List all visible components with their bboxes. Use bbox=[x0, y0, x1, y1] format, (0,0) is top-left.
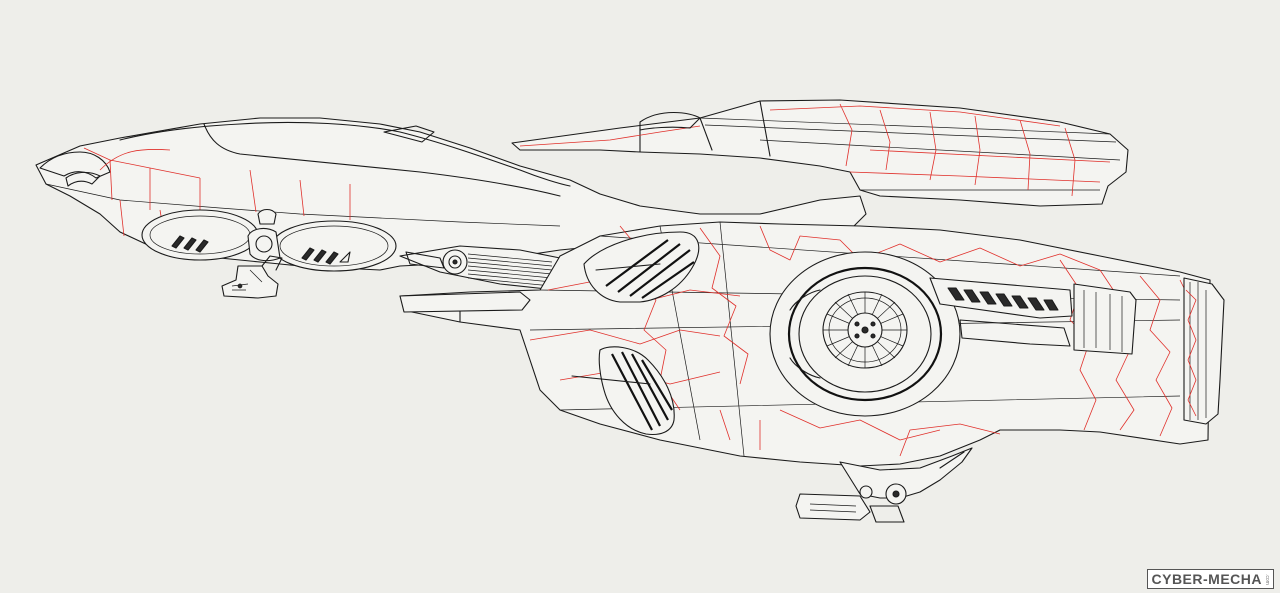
main-turbine bbox=[769, 251, 961, 417]
watermark-text: CYBER-MECHA bbox=[1151, 571, 1262, 587]
front-landing-gear bbox=[221, 255, 283, 299]
dorsal-wing bbox=[511, 99, 1129, 207]
rear-nozzle bbox=[1183, 277, 1225, 425]
forward-pods bbox=[141, 208, 397, 272]
upper-side-vent bbox=[583, 231, 700, 303]
rear-landing-gear bbox=[795, 447, 973, 523]
watermark-logo: CYBER-MECHA .com bbox=[1146, 569, 1274, 589]
rear-vent-slot bbox=[929, 277, 1137, 355]
lower-side-vent bbox=[571, 346, 675, 436]
watermark-sub: .com bbox=[1264, 573, 1270, 585]
lower-forward-fin bbox=[399, 291, 531, 313]
